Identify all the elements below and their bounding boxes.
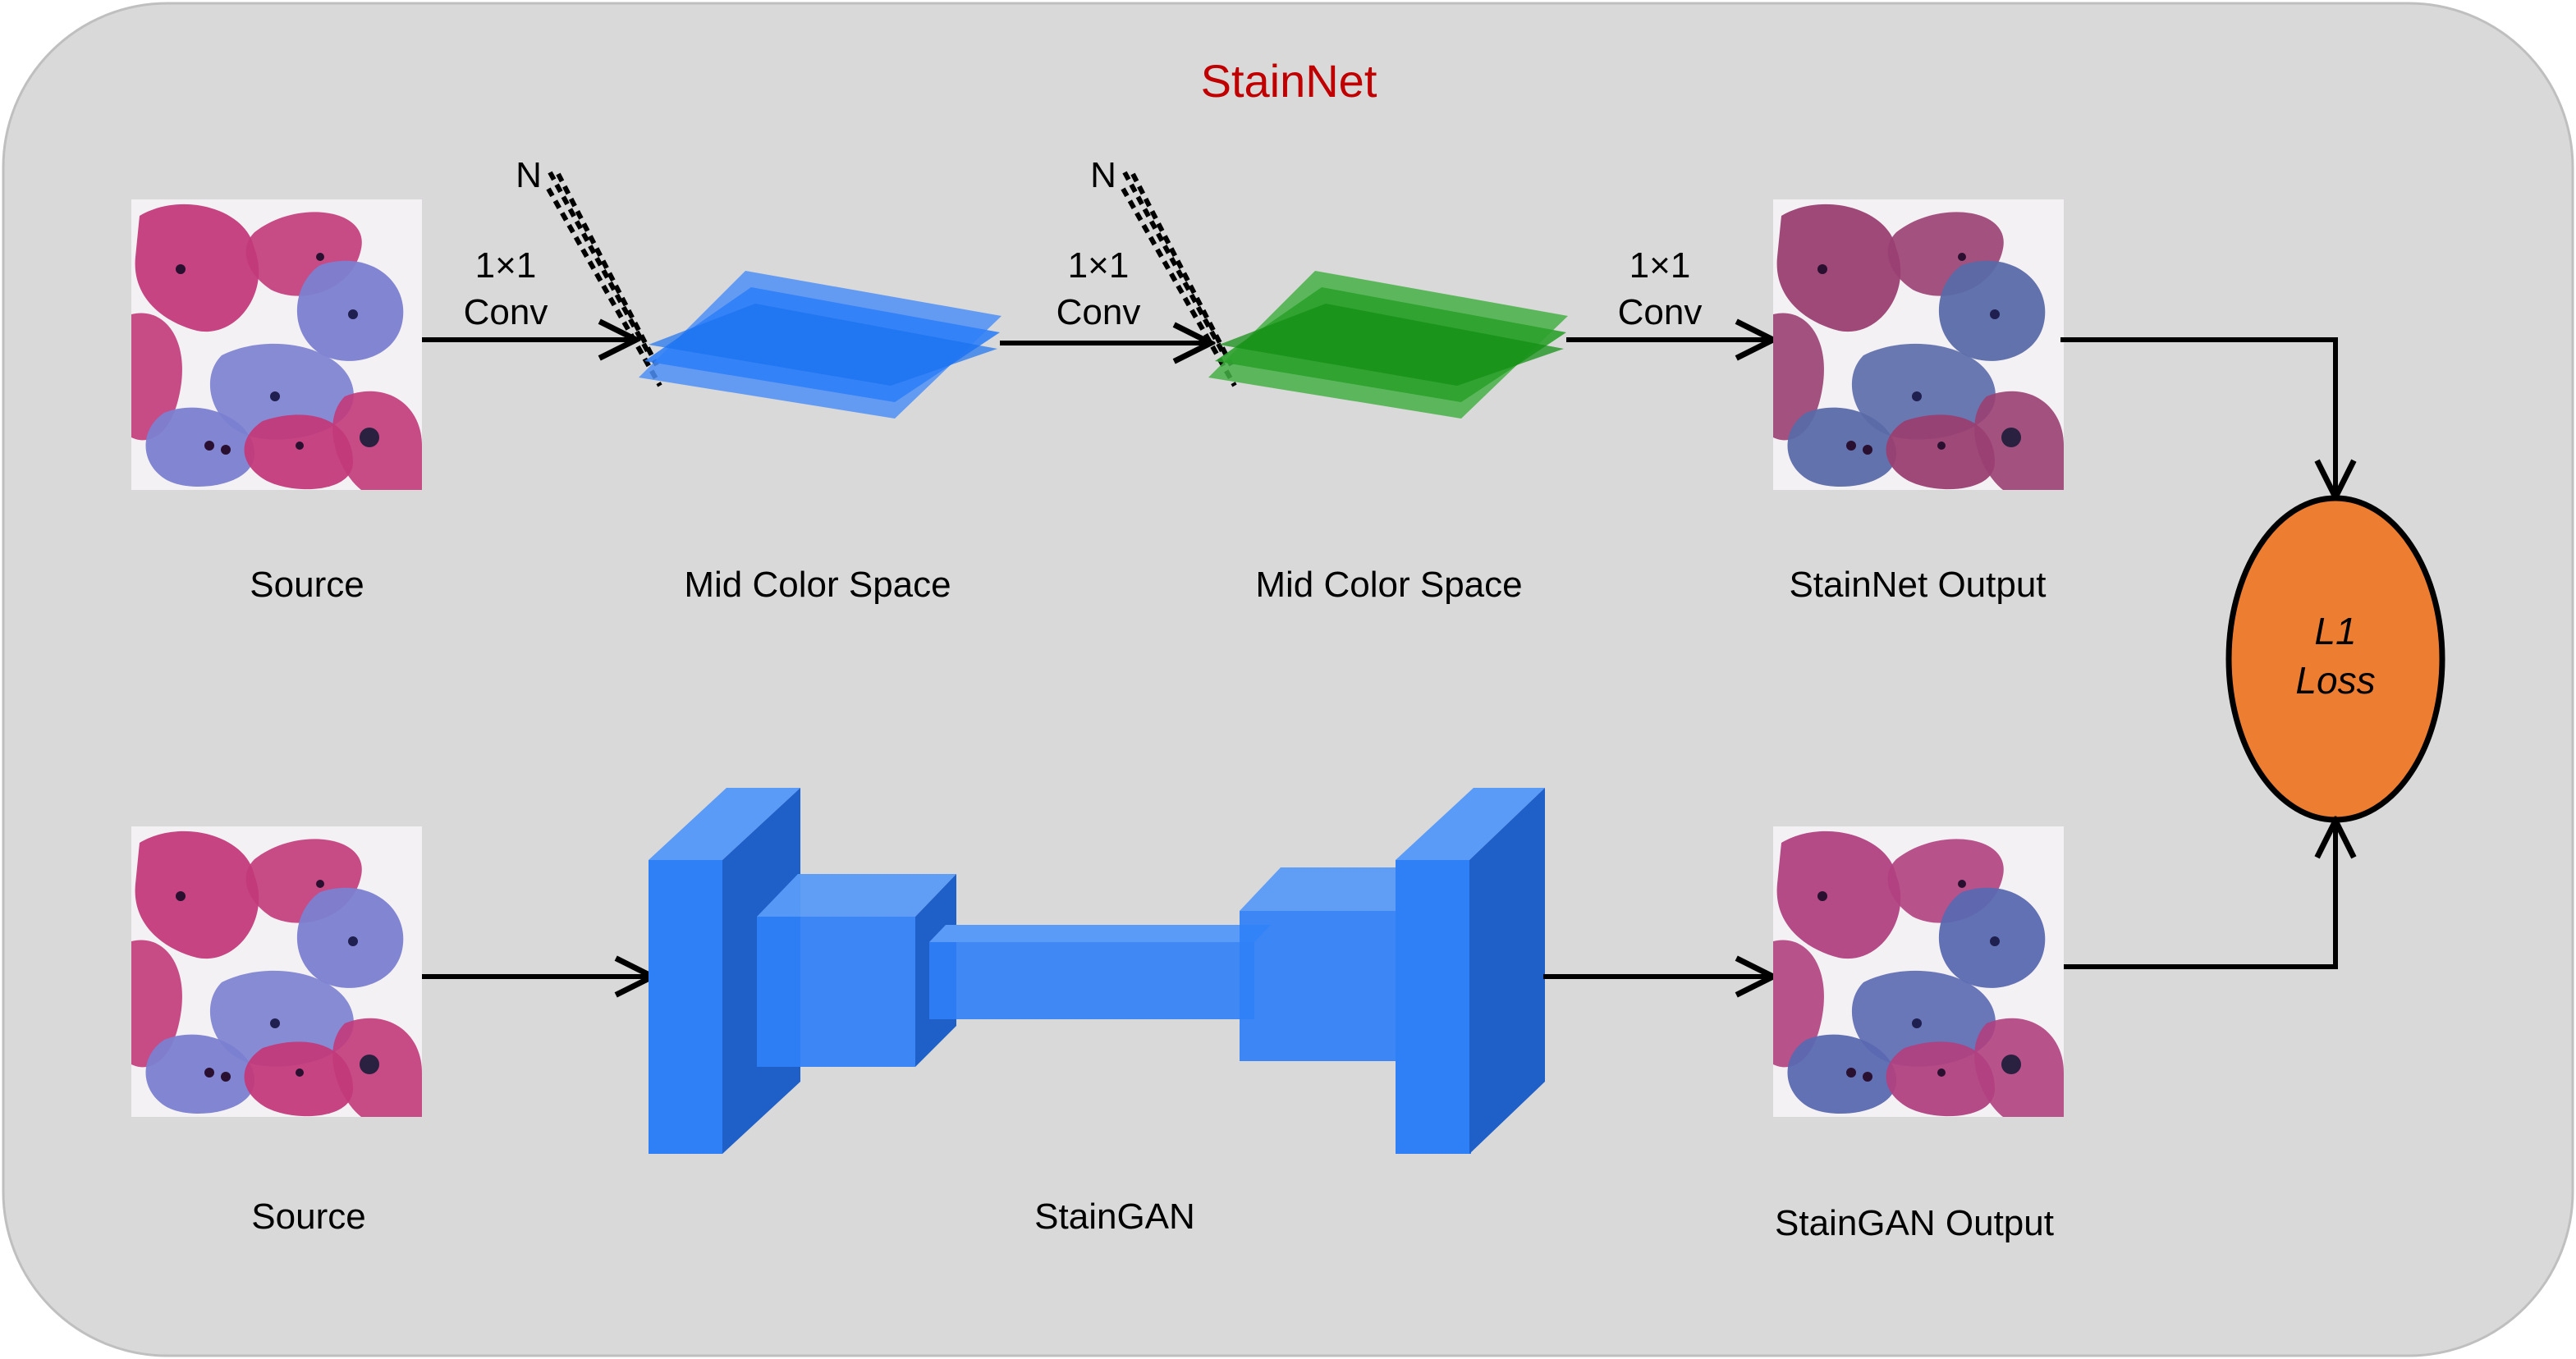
bottom-to-loss-connector	[2060, 821, 2335, 969]
top-source-label: Source	[250, 565, 364, 605]
stainnet-output-image	[1773, 199, 2064, 490]
bottom-source-label: Source	[251, 1197, 365, 1237]
staingan-output-label: StainGAN Output	[1775, 1203, 2054, 1243]
mid-color-space-planes-blue	[639, 271, 1002, 419]
conv-label-2-line1: 1×1	[1068, 245, 1130, 286]
conv-label-1-line1: 1×1	[475, 245, 537, 286]
mid-color-space-label-2: Mid Color Space	[1255, 565, 1522, 605]
conv-label-2-line2: Conv	[1057, 292, 1141, 332]
staingan-network	[649, 788, 1545, 1154]
n-dashed-lines-1	[546, 171, 662, 387]
staingan-output-image	[1773, 826, 2064, 1117]
conv-label-3-line1: 1×1	[1629, 245, 1691, 286]
n-label-2: N	[1090, 155, 1116, 195]
loss-label-line1: L1	[2314, 610, 2356, 652]
n-label-1: N	[516, 155, 542, 195]
stainnet-output-label: StainNet Output	[1789, 565, 2046, 605]
mid-color-space-label-1: Mid Color Space	[684, 565, 951, 605]
diagram-title: StainNet	[1201, 55, 1377, 107]
conv-label-3-line2: Conv	[1618, 292, 1703, 332]
top-source-image	[131, 199, 422, 490]
staingan-label: StainGAN	[1034, 1197, 1195, 1237]
top-to-loss-connector	[2060, 337, 2335, 497]
loss-label-line2: Loss	[2295, 659, 2375, 702]
mid-color-space-planes-green	[1208, 271, 1568, 419]
conv-label-1-line2: Conv	[464, 292, 548, 332]
bottom-source-image	[131, 826, 422, 1117]
n-dashed-lines-2	[1121, 171, 1237, 387]
